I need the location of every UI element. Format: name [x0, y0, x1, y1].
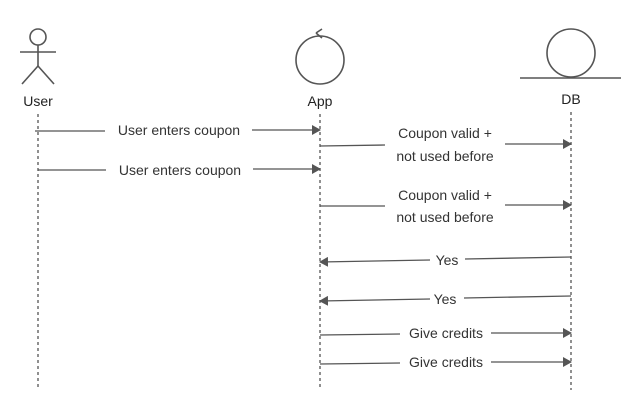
message-arrow: Yes	[319, 291, 572, 307]
message-arrow: Coupon valid + not used before	[320, 187, 572, 225]
message-arrow: Give credits	[319, 354, 572, 370]
message-label: Yes	[434, 291, 457, 307]
db-entity-icon	[520, 28, 621, 79]
message-arrow: Yes	[319, 252, 572, 268]
app-label: App	[308, 93, 333, 109]
message-label: Coupon valid +	[398, 187, 492, 203]
message-arrow: User enters coupon	[35, 122, 321, 138]
message-label-line2: not used before	[396, 209, 494, 225]
message-label-line2: not used before	[396, 148, 494, 164]
message-label: User enters coupon	[118, 122, 240, 138]
message-arrow: Give credits	[319, 325, 572, 341]
message-arrow: Coupon valid + not used before	[319, 125, 572, 164]
message-label: User enters coupon	[119, 162, 241, 178]
user-actor-icon	[20, 28, 56, 85]
user-label: User	[23, 93, 53, 109]
db-label: DB	[561, 91, 580, 107]
message-label: Yes	[436, 252, 459, 268]
message-arrow: User enters coupon	[38, 162, 321, 178]
app-control-icon	[295, 28, 345, 85]
message-label: Give credits	[409, 325, 483, 341]
message-label: Coupon valid +	[398, 125, 492, 141]
message-label: Give credits	[409, 354, 483, 370]
